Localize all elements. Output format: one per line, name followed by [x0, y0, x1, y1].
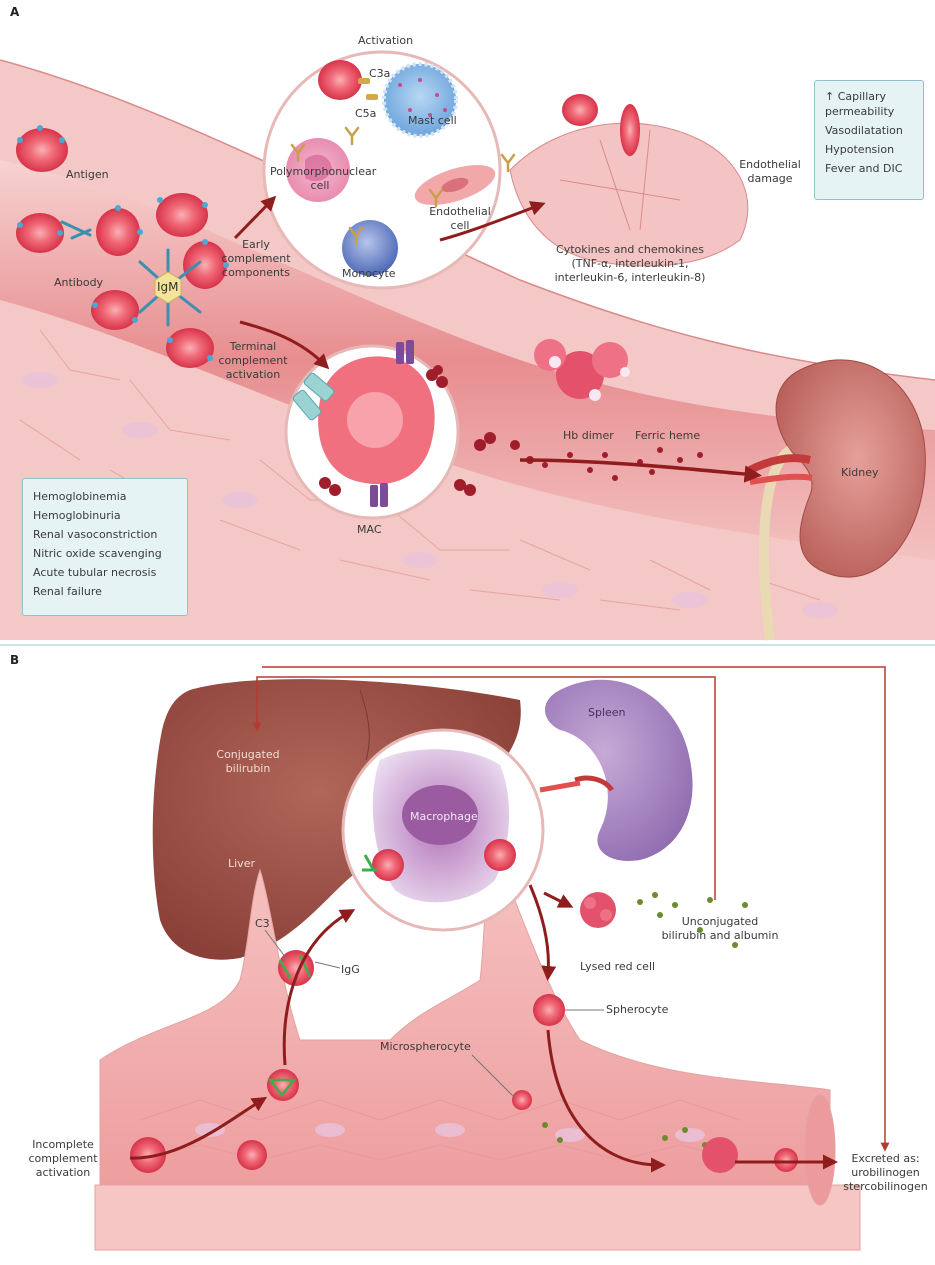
panel-a-letter: A [10, 5, 19, 19]
lysed-red-cell-label: Lysed red cell [580, 960, 655, 974]
renal-effect-3: Renal vasoconstriction [33, 525, 177, 544]
monocyte-label: Monocyte [342, 267, 396, 281]
renal-effects-box: Hemoglobinemia Hemoglobinuria Renal vaso… [22, 478, 188, 616]
early-line2: complement [216, 252, 296, 266]
cytokines-line3: interleukin-6, interleukin-8) [545, 271, 715, 285]
conjugated-bilirubin-label: Conjugated bilirubin [208, 748, 288, 776]
unconjugated-line2: bilirubin and albumin [655, 929, 785, 943]
c5a-label: C5a [355, 107, 376, 121]
ferric-heme-label: Ferric heme [635, 429, 700, 443]
excreted-label: Excreted as: urobilinogen stercobilinoge… [838, 1152, 933, 1194]
renal-effect-6: Renal failure [33, 582, 177, 601]
early-complement-label: Early complement components [216, 238, 296, 280]
early-line1: Early [216, 238, 296, 252]
incomplete-line3: activation [18, 1166, 108, 1180]
cytokines-line2: (TNF-α, interleukin-1, [545, 257, 715, 271]
incomplete-complement-label: Incomplete complement activation [18, 1138, 108, 1180]
unconjugated-bilirubin-label: Unconjugated bilirubin and albumin [655, 915, 785, 943]
microspherocyte-label: Microspherocyte [380, 1040, 471, 1054]
endothelial-cell-line1: Endothelial [425, 205, 495, 219]
systemic-effect-5: Fever and DIC [825, 159, 913, 178]
c3a-label: C3a [369, 67, 390, 81]
pmn-label-line2: cell [270, 179, 370, 193]
endothelial-damage-line2: damage [730, 172, 810, 186]
kidney-label: Kidney [841, 466, 879, 480]
pmn-label-line1: Polymorphonuclear [270, 165, 370, 179]
endothelial-damage-art [510, 94, 748, 266]
c3-label: C3 [255, 917, 270, 931]
systemic-effect-3: Vasodilatation [825, 121, 913, 140]
excreted-line2: urobilinogen [838, 1166, 933, 1180]
endothelial-damage-line1: Endothelial [730, 158, 810, 172]
renal-effect-2: Hemoglobinuria [33, 506, 177, 525]
cytokines-line1: Cytokines and chemokines [545, 243, 715, 257]
endothelial-cell-label: Endothelial cell [425, 205, 495, 233]
excreted-line1: Excreted as: [838, 1152, 933, 1166]
incomplete-line1: Incomplete [18, 1138, 108, 1152]
cytokines-label: Cytokines and chemokines (TNF-α, interle… [545, 243, 715, 285]
panel-b-letter: B [10, 653, 19, 667]
terminal-complement-label: Terminal complement activation [213, 340, 293, 382]
renal-effect-4: Nitric oxide scavenging [33, 544, 177, 563]
mac-label: MAC [357, 523, 382, 537]
excreted-line3: stercobilinogen [838, 1180, 933, 1194]
unconjugated-line1: Unconjugated [655, 915, 785, 929]
macrophage-label: Macrophage [410, 810, 478, 824]
spherocyte-label: Spherocyte [606, 1003, 668, 1017]
igg-label: IgG [341, 963, 360, 977]
systemic-effect-2: permeability [825, 102, 913, 121]
terminal-line3: activation [213, 368, 293, 382]
conjugated-line1: Conjugated [208, 748, 288, 762]
systemic-effects-box: ↑ Capillary permeability Vasodilatation … [814, 80, 924, 200]
renal-effect-1: Hemoglobinemia [33, 487, 177, 506]
terminal-line1: Terminal [213, 340, 293, 354]
activation-label: Activation [358, 34, 413, 48]
pmn-label: Polymorphonuclear cell [270, 165, 370, 193]
early-line3: components [216, 266, 296, 280]
renal-effect-5: Acute tubular necrosis [33, 563, 177, 582]
systemic-effect-4: Hypotension [825, 140, 913, 159]
endothelial-damage-label: Endothelial damage [730, 158, 810, 186]
terminal-line2: complement [213, 354, 293, 368]
endothelial-cell-line2: cell [425, 219, 495, 233]
spleen-label: Spleen [588, 706, 626, 720]
conjugated-line2: bilirubin [208, 762, 288, 776]
mast-cell-label: Mast cell [408, 114, 457, 128]
liver-label: Liver [228, 857, 255, 871]
hb-dimer-label: Hb dimer [563, 429, 614, 443]
antibody-label: Antibody [54, 276, 103, 290]
incomplete-line2: complement [18, 1152, 108, 1166]
igm-label: IgM [157, 280, 179, 294]
antigen-label: Antigen [66, 168, 109, 182]
macrophage-circle [343, 730, 543, 930]
